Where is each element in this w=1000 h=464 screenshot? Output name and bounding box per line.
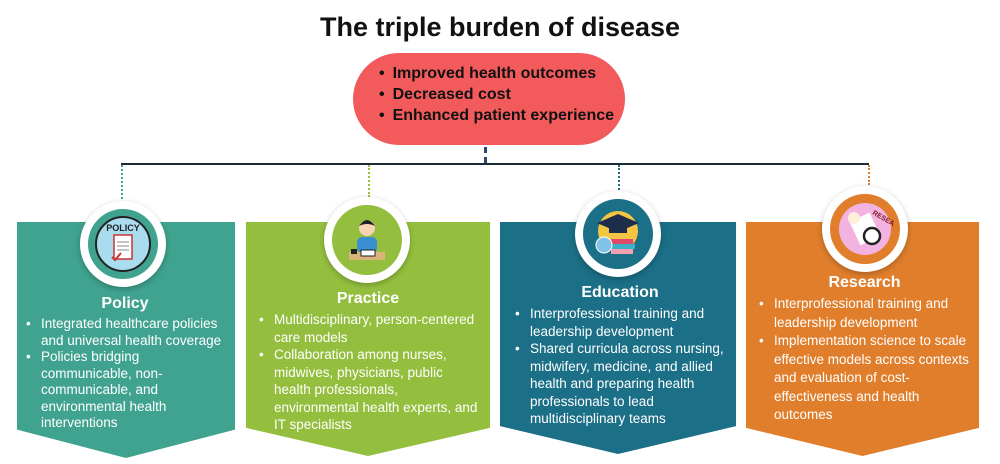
practice-item: Multidisciplinary, person-centered care …	[254, 311, 482, 346]
research-icon-badge: RESEARCH	[822, 186, 908, 272]
policy-clipboard-icon: POLICY	[95, 216, 151, 272]
connector-horizontal	[121, 163, 869, 165]
practice-item: Collaboration among nurses, midwives, ph…	[254, 346, 482, 434]
research-item: Implementation science to scale effectiv…	[754, 332, 975, 425]
graduation-cap-icon	[595, 211, 639, 254]
research-item: Interprofessional training and leadershi…	[754, 295, 975, 332]
education-title: Education	[581, 284, 659, 301]
education-icon-badge	[575, 191, 661, 277]
practice-title: Practice	[336, 290, 400, 307]
svg-text:POLICY: POLICY	[106, 223, 140, 233]
research-card: Research Interprofessional training and …	[746, 222, 979, 456]
goal-item: Improved health outcomes	[379, 63, 625, 84]
practice-icon-badge	[324, 197, 410, 283]
education-item: Interprofessional training and leadershi…	[510, 305, 730, 340]
diagram-title: The triple burden of disease	[319, 12, 681, 42]
goal-item: Decreased cost	[379, 84, 625, 105]
policy-item: Policies bridging communicable, non-comm…	[21, 349, 229, 432]
connector-practice	[368, 165, 370, 197]
goals-pill: Improved health outcomes Decreased cost …	[353, 53, 625, 145]
goal-item: Enhanced patient experience	[379, 105, 625, 126]
connector-education	[618, 165, 620, 190]
research-magnifier-icon: RESEARCH	[839, 203, 894, 255]
connector-policy	[121, 165, 123, 203]
policy-icon-badge: POLICY	[80, 201, 166, 287]
research-title: Research	[828, 274, 901, 291]
person-writing-icon	[349, 220, 385, 260]
policy-item: Integrated healthcare policies and unive…	[21, 316, 229, 349]
policy-title: Policy	[101, 295, 149, 312]
connector-research	[868, 165, 870, 185]
connector-center	[484, 147, 487, 163]
education-item: Shared curricula across nursing, midwife…	[510, 340, 730, 428]
